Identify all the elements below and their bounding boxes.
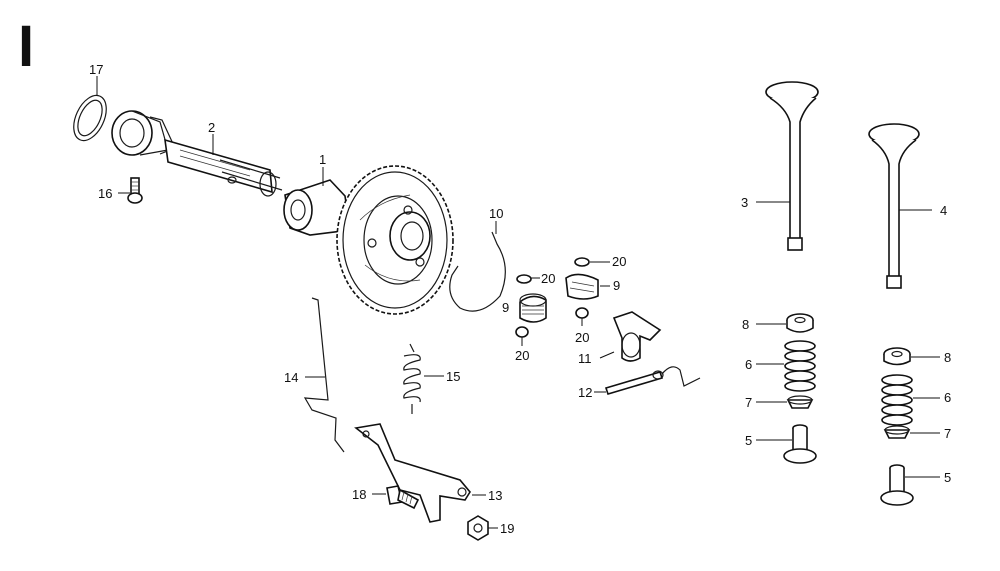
- part-9-lifter-b: [565, 273, 599, 300]
- section-mark: I: [18, 14, 34, 79]
- callout-20c: 20: [515, 348, 529, 363]
- part-5-guide-left: [783, 424, 817, 464]
- part-5-guide-right: [880, 464, 914, 506]
- callout-5a: 5: [745, 433, 752, 448]
- part-3-valve: [765, 81, 819, 251]
- part-6-spring-left: [784, 340, 816, 392]
- callout-11: 11: [578, 351, 592, 366]
- callout-7a: 7: [745, 395, 752, 410]
- part-7-keeper-left: [786, 395, 814, 409]
- part-20-washer-b: [574, 257, 590, 267]
- part-2-shaft: [111, 110, 283, 197]
- callout-10: 10: [489, 206, 503, 221]
- callout-9a: 9: [502, 300, 509, 315]
- callout-17: 17: [89, 62, 103, 77]
- callout-20d: 20: [575, 330, 589, 345]
- callout-5b: 5: [944, 470, 951, 485]
- callout-9b: 9: [613, 278, 620, 293]
- part-20-washer-c: [515, 326, 529, 338]
- part-10-clip: [449, 231, 506, 312]
- callout-16: 16: [98, 186, 112, 201]
- callout-8b: 8: [944, 350, 951, 365]
- callout-20a: 20: [541, 271, 555, 286]
- callout-18: 18: [352, 487, 366, 502]
- part-17-ring: [73, 94, 107, 142]
- callout-4: 4: [940, 203, 947, 218]
- part-11-arm: [612, 311, 662, 362]
- part-19-nut: [467, 515, 489, 541]
- part-1-camshaft-gear: [283, 165, 454, 315]
- part-8-retainer-left: [786, 313, 814, 333]
- part-4-valve: [868, 123, 920, 289]
- callout-1: 1: [319, 152, 326, 167]
- part-14-rod: [303, 297, 345, 453]
- callout-6a: 6: [745, 357, 752, 372]
- callout-6b: 6: [944, 390, 951, 405]
- callout-2: 2: [208, 120, 215, 135]
- callout-15: 15: [446, 369, 460, 384]
- part-12-lever-shaft: [604, 366, 701, 395]
- part-9-lifter-a: [519, 293, 547, 323]
- part-7-keeper-right: [883, 425, 911, 439]
- part-20-washer-d: [575, 307, 589, 319]
- callout-7b: 7: [944, 426, 951, 441]
- part-18-bolt: [386, 485, 420, 510]
- callout-19: 19: [500, 521, 514, 536]
- part-16-bolt: [127, 177, 143, 204]
- callout-3: 3: [741, 195, 748, 210]
- part-6-spring-right: [881, 374, 913, 426]
- callout-13: 13: [488, 488, 502, 503]
- part-20-washer-a: [516, 274, 532, 284]
- callout-12: 12: [578, 385, 592, 400]
- callout-8a: 8: [742, 317, 749, 332]
- callout-20b: 20: [612, 254, 626, 269]
- callout-14: 14: [284, 370, 298, 385]
- part-15-spring: [403, 343, 421, 414]
- part-8-retainer-right: [883, 347, 911, 366]
